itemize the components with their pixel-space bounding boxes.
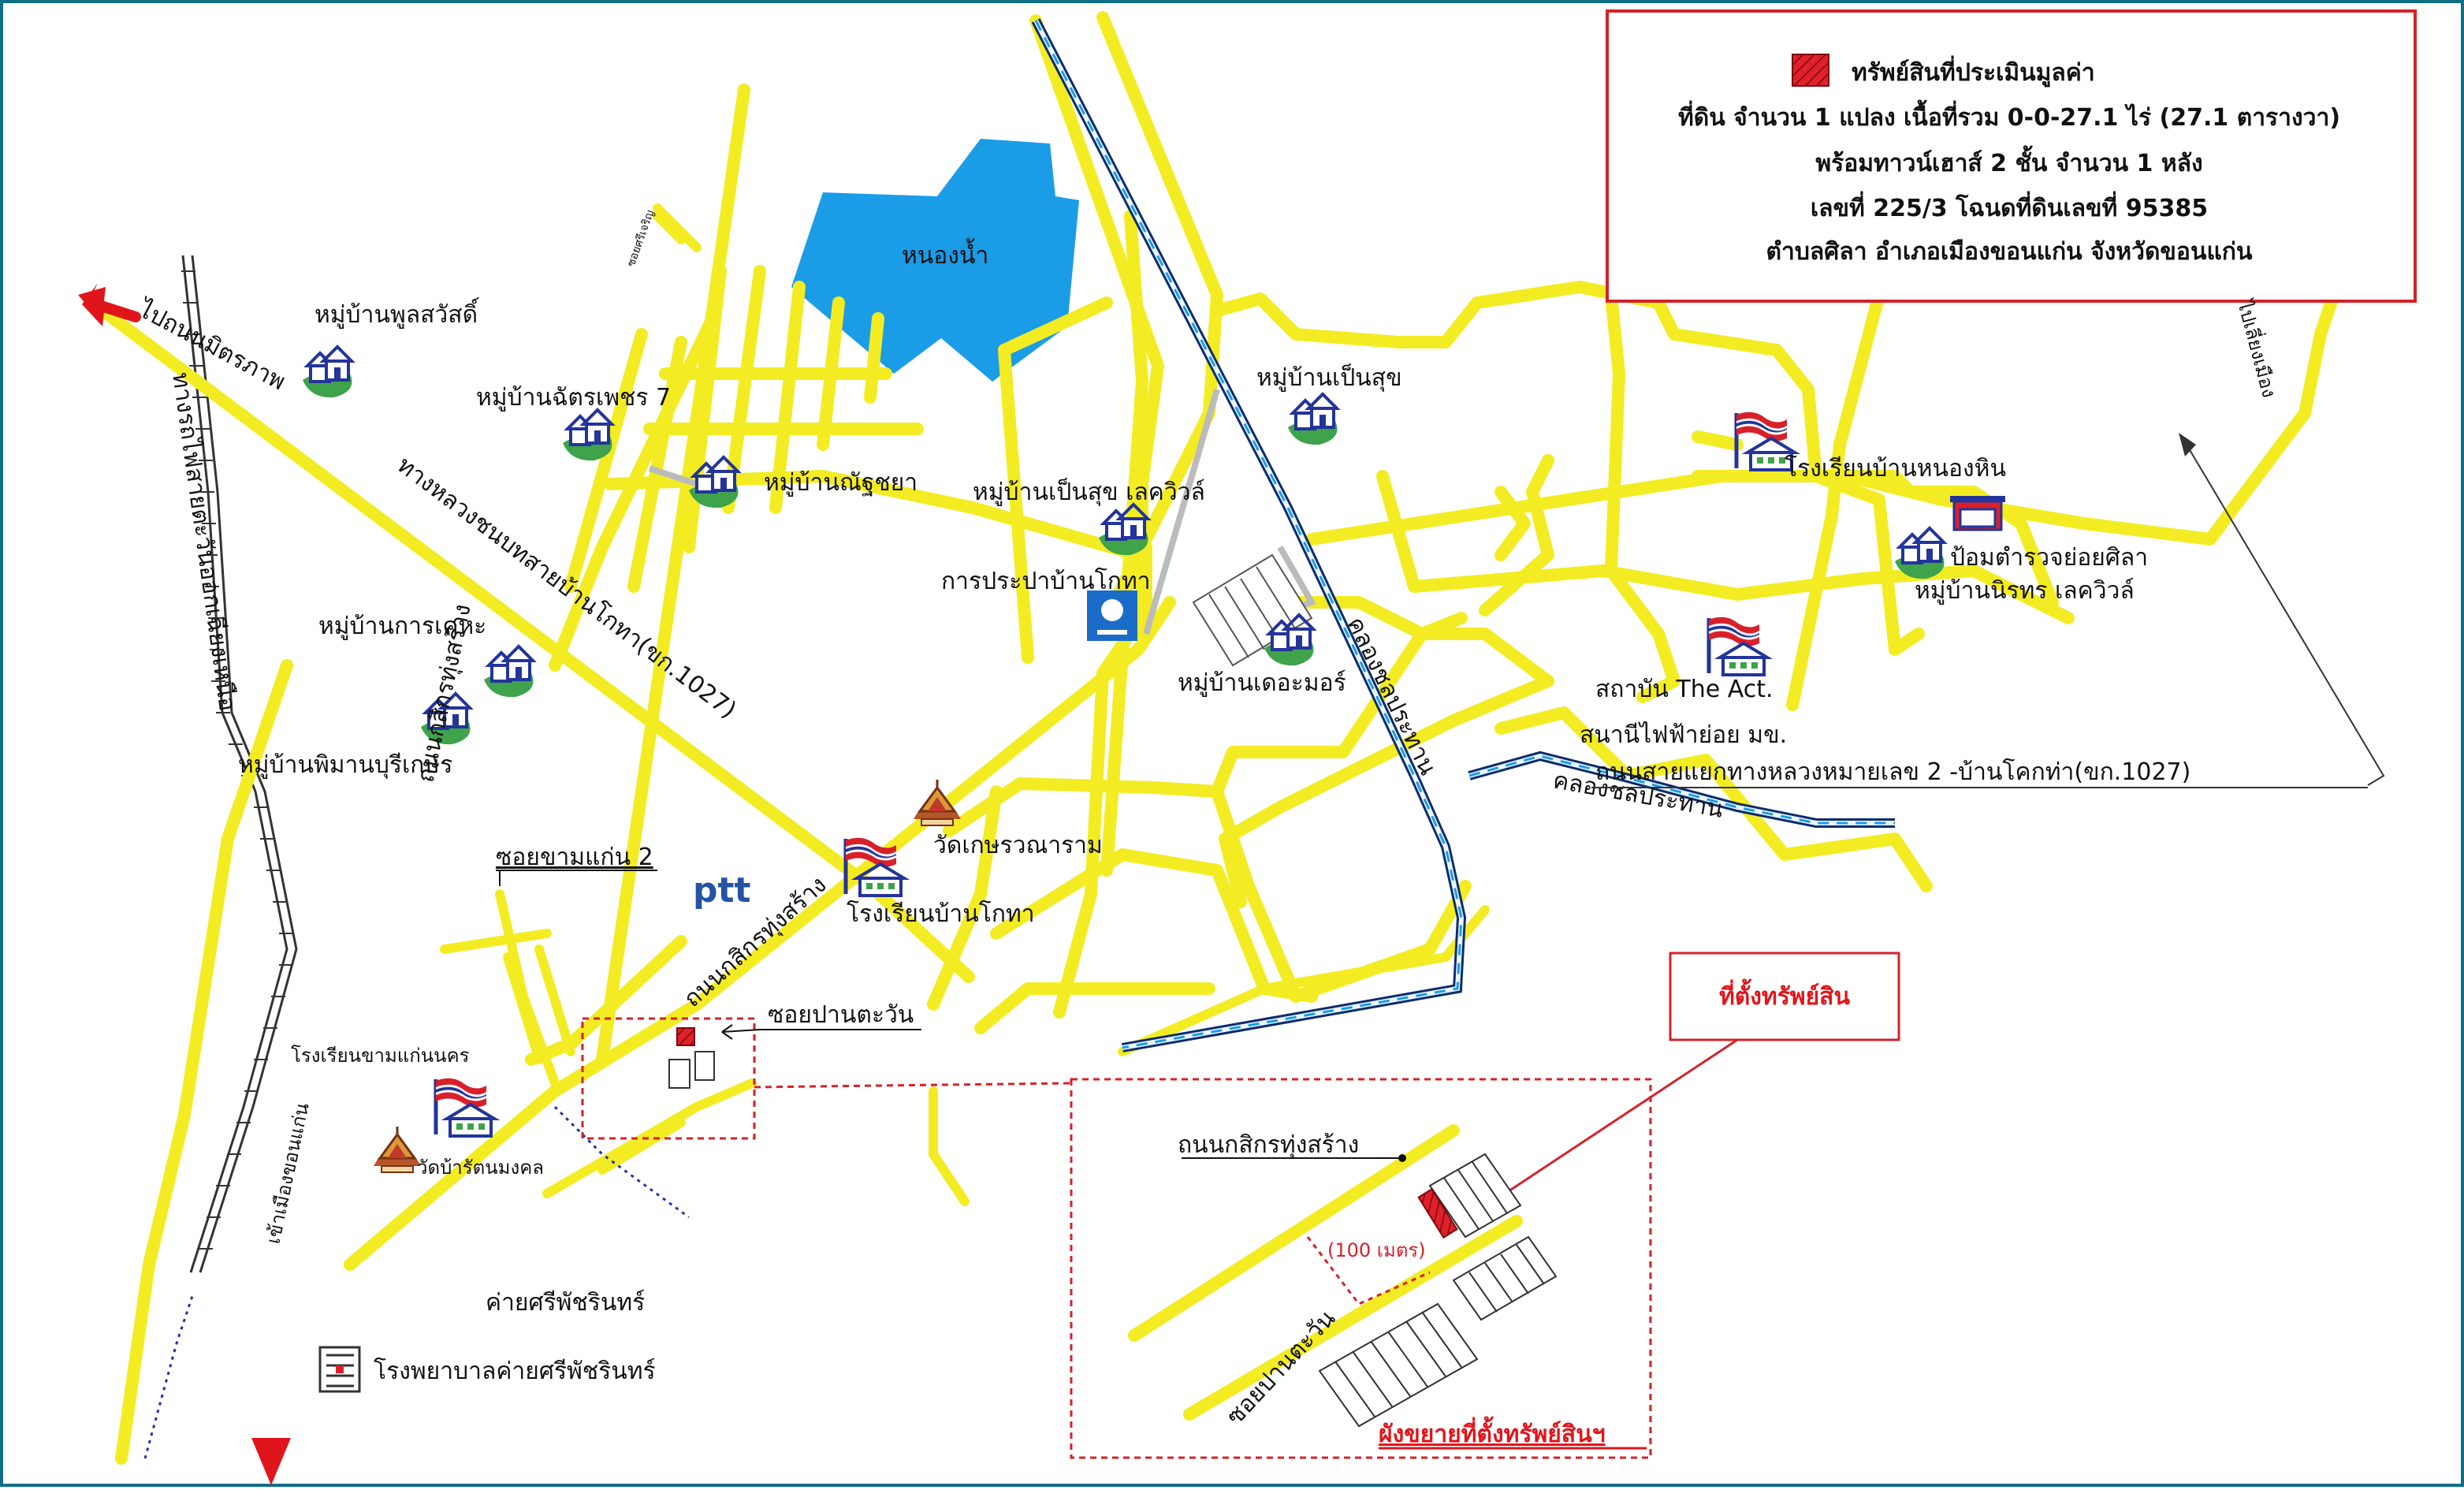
village-label: หมู่บ้านเป็นสุข — [1256, 363, 1402, 393]
inset-map — [1128, 1124, 1558, 1428]
legend-line-3: เลขที่ 225/3 โฉนดที่ดินเลขที่ 95385 — [1811, 191, 2208, 222]
ptt-logo: ptt — [693, 870, 751, 911]
village-label: หมู่บ้านณัฐชยา — [764, 469, 917, 497]
village-label: หมู่บ้านเดอะมอร์ — [1178, 669, 1346, 697]
police-box-icon — [1950, 496, 2005, 531]
zoom-link — [754, 1082, 1072, 1089]
school-label: โรงเรียนบ้านโกทา — [847, 900, 1035, 928]
pond-label: หนองน้ำ — [902, 238, 988, 270]
pond-shape — [791, 139, 1079, 382]
map-canvas: ทรัพย์สินที่ประเมินมูลค่า ที่ดิน จำนวน 1… — [78, 9, 2417, 1485]
callout-line — [1468, 1038, 1738, 1219]
housing-block — [1192, 553, 1313, 667]
property-location-small — [668, 1027, 715, 1089]
water-works-icon — [1087, 590, 1137, 641]
substation-label: สนานีไฟฟ้าย่อย มข. — [1580, 721, 1787, 749]
legend-box — [1606, 9, 2417, 303]
temple-label: วัดเกษรวณาราม — [933, 832, 1103, 859]
hospital-label: โรงพยาบาลค่ายศรีพัชรินทร์ — [374, 1357, 656, 1385]
arrow-icon — [251, 1438, 291, 1485]
distance-label: (100 เมตร) — [1327, 1239, 1426, 1261]
house-icon — [1893, 527, 1946, 581]
leader-line — [2186, 444, 2385, 786]
village-label: หมู่บ้านฉัตรเพชร 7 — [476, 384, 671, 412]
house-icon — [1097, 503, 1150, 557]
hospital-icon — [318, 1346, 361, 1393]
house-icon — [1286, 393, 1339, 447]
village-label: หมู่บ้านเป็นสุข เลควิวล์ — [973, 477, 1205, 507]
camp-label: ค่ายศรีพัชรินทร์ — [486, 1289, 645, 1317]
temple-label: วัดบ้ารัตนมงคล — [417, 1157, 544, 1179]
institute-label: สถาบัน The Act. — [1595, 676, 1774, 703]
village-label: หมู่บ้านการเคหะ — [318, 613, 486, 640]
camp-boundary — [143, 1105, 690, 1459]
road-network — [91, 11, 2343, 1465]
temple-icon — [372, 1125, 422, 1174]
road-label: ซอยศรีเจริญ — [625, 208, 657, 268]
police-box-label: ป้อมตำรวจย่อยศิลา — [1950, 544, 2148, 572]
legend-line-1: ที่ดิน จำนวน 1 แปลง เนื้อที่รวม 0-0-27.1… — [1678, 99, 2340, 132]
property-marker-icon — [1792, 54, 1829, 87]
arrow-icon — [78, 283, 141, 326]
house-icon — [482, 645, 535, 699]
village-label: หมู่บ้านพูลสวัสดิ์ — [315, 297, 480, 329]
legend-line-4: ตำบลศิลา อำเภอเมืองขอนแก่น จังหวัดขอนแก่… — [1766, 238, 2253, 266]
soi-label: ซอยปานตะวัน — [768, 1001, 914, 1029]
water-works-label: การประปาบ้านโกทา — [941, 567, 1151, 595]
house-icon — [561, 408, 614, 463]
inset-title: ผังขยายที่ตั้งทรัพย์สินฯ — [1379, 1416, 1606, 1448]
railway-label: ทางรถไฟสายตะวันออกเฉียงเหนือ — [166, 371, 242, 713]
school-flag-icon — [1709, 617, 1767, 675]
road-label: เข้าเมืองขอนแก่น — [262, 1101, 313, 1246]
road-label: ไปเลี่ยงเมือง — [2233, 296, 2283, 400]
school-flag-icon — [436, 1078, 494, 1136]
zoom-source-box — [581, 1017, 756, 1140]
legend-line-2: พร้อมทาวน์เฮาส์ 2 ชั้น จำนวน 1 หลัง — [1815, 145, 2202, 177]
location-callout-label: ที่ตั้งทรัพย์สิน — [1719, 978, 1850, 1011]
school-label: โรงเรียนบ้านหนองหิน — [1785, 454, 2006, 482]
inset-soi-label: ซอยปานตะวัน — [1221, 1305, 1341, 1430]
canal — [1031, 18, 1895, 1052]
house-icon — [301, 345, 354, 400]
school-label: โรงเรียนขามแก่นนคร — [291, 1045, 470, 1067]
inset-box — [1070, 1078, 1652, 1459]
soi-label: ซอยขามแก่น 2 — [496, 844, 653, 871]
legend-symbol-label: ทรัพย์สินที่ประเมินมูลค่า — [1852, 55, 2095, 88]
route-label: ถนนสายแยกทางหลวงหมายเลข 2 -บ้านโคกท่า(ขก… — [1595, 758, 2190, 786]
village-label: หมู่บ้านพิมานบุรีเกษร — [238, 751, 452, 780]
inset-road-label: ถนนกสิกรทุ่งสร้าง — [1178, 1131, 1359, 1160]
village-label: หมู่บ้านนิรทร เลควิวล์ — [1915, 577, 2135, 605]
location-callout-box — [1669, 952, 1900, 1041]
